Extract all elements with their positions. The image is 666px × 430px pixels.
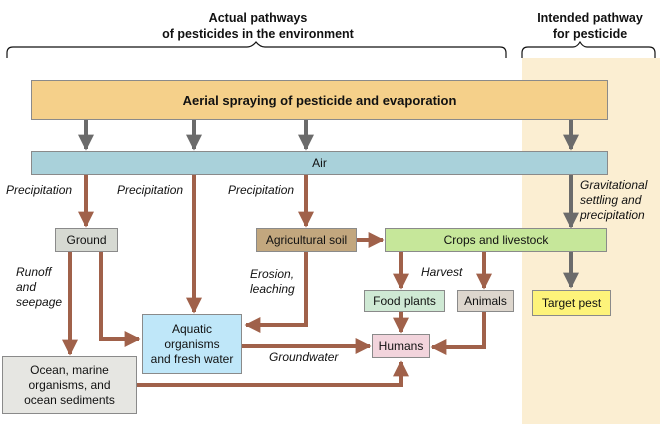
arrow-ground-to-aquatic — [99, 252, 141, 347]
food-plants-box: Food plants — [364, 290, 445, 312]
runoff-seepage-label: Runoff and seepage — [16, 265, 63, 309]
precipitation-label-3: Precipitation — [228, 183, 295, 197]
precipitation-label-2: Precipitation — [117, 183, 184, 197]
ground-box: Ground — [55, 228, 118, 252]
aquatic-organisms-box: Aquatic organisms and fresh water — [142, 314, 242, 374]
actual-pathways-header: Actual pathways of pesticides in the env… — [162, 11, 354, 41]
arrow-animals-to-humans — [430, 312, 486, 355]
humans-box: Humans — [372, 334, 430, 358]
arrow-ocean-to-humans — [137, 360, 409, 387]
crops-and-livestock-box: Crops and livestock — [385, 228, 607, 252]
intended-pathway-brace — [521, 40, 656, 58]
agricultural-soil-box: Agricultural soil — [256, 228, 357, 252]
target-pest-box: Target pest — [532, 290, 611, 316]
actual-pathways-brace — [6, 41, 507, 58]
erosion-leaching-label: Erosion, leaching — [250, 267, 295, 296]
animals-box: Animals — [457, 290, 514, 312]
air-box: Air — [31, 151, 608, 175]
gravitational-settling-label: Gravitational settling and precipitation — [580, 178, 648, 222]
intended-pathway-header: Intended pathway for pesticide — [537, 11, 643, 41]
ocean-box: Ocean, marine organisms, and ocean sedim… — [2, 356, 137, 414]
precipitation-label-1: Precipitation — [6, 183, 73, 197]
aerial-spraying-box: Aerial spraying of pesticide and evapora… — [31, 80, 608, 120]
groundwater-label: Groundwater — [269, 350, 339, 364]
harvest-label: Harvest — [421, 265, 463, 279]
arrow-soil-to-aquatic — [244, 252, 308, 333]
